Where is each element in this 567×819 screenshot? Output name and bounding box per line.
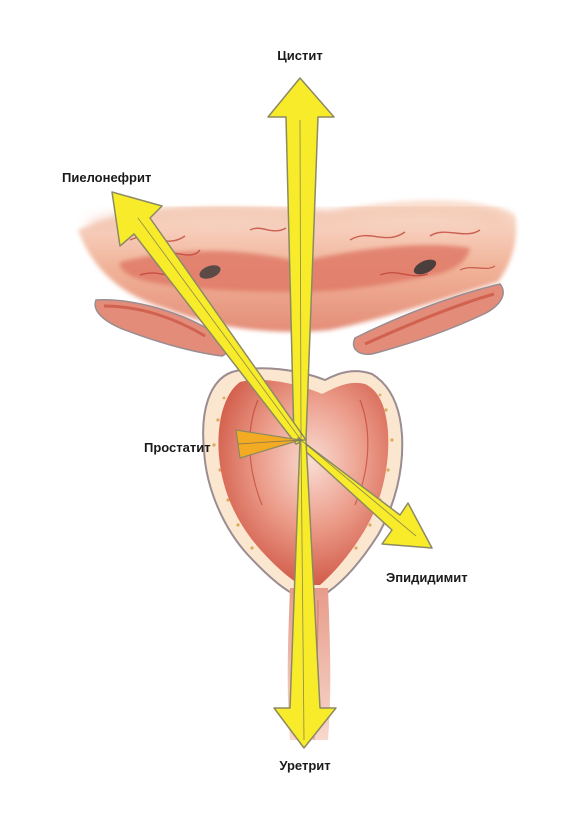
label-pyelonephritis: Пиелонефрит: [62, 170, 151, 186]
label-cystitis: Цистит: [258, 48, 342, 64]
label-prostatitis: Простатит: [144, 440, 211, 456]
label-epididymitis: Эпидидимит: [386, 570, 468, 586]
label-urethritis: Уретрит: [250, 758, 360, 774]
